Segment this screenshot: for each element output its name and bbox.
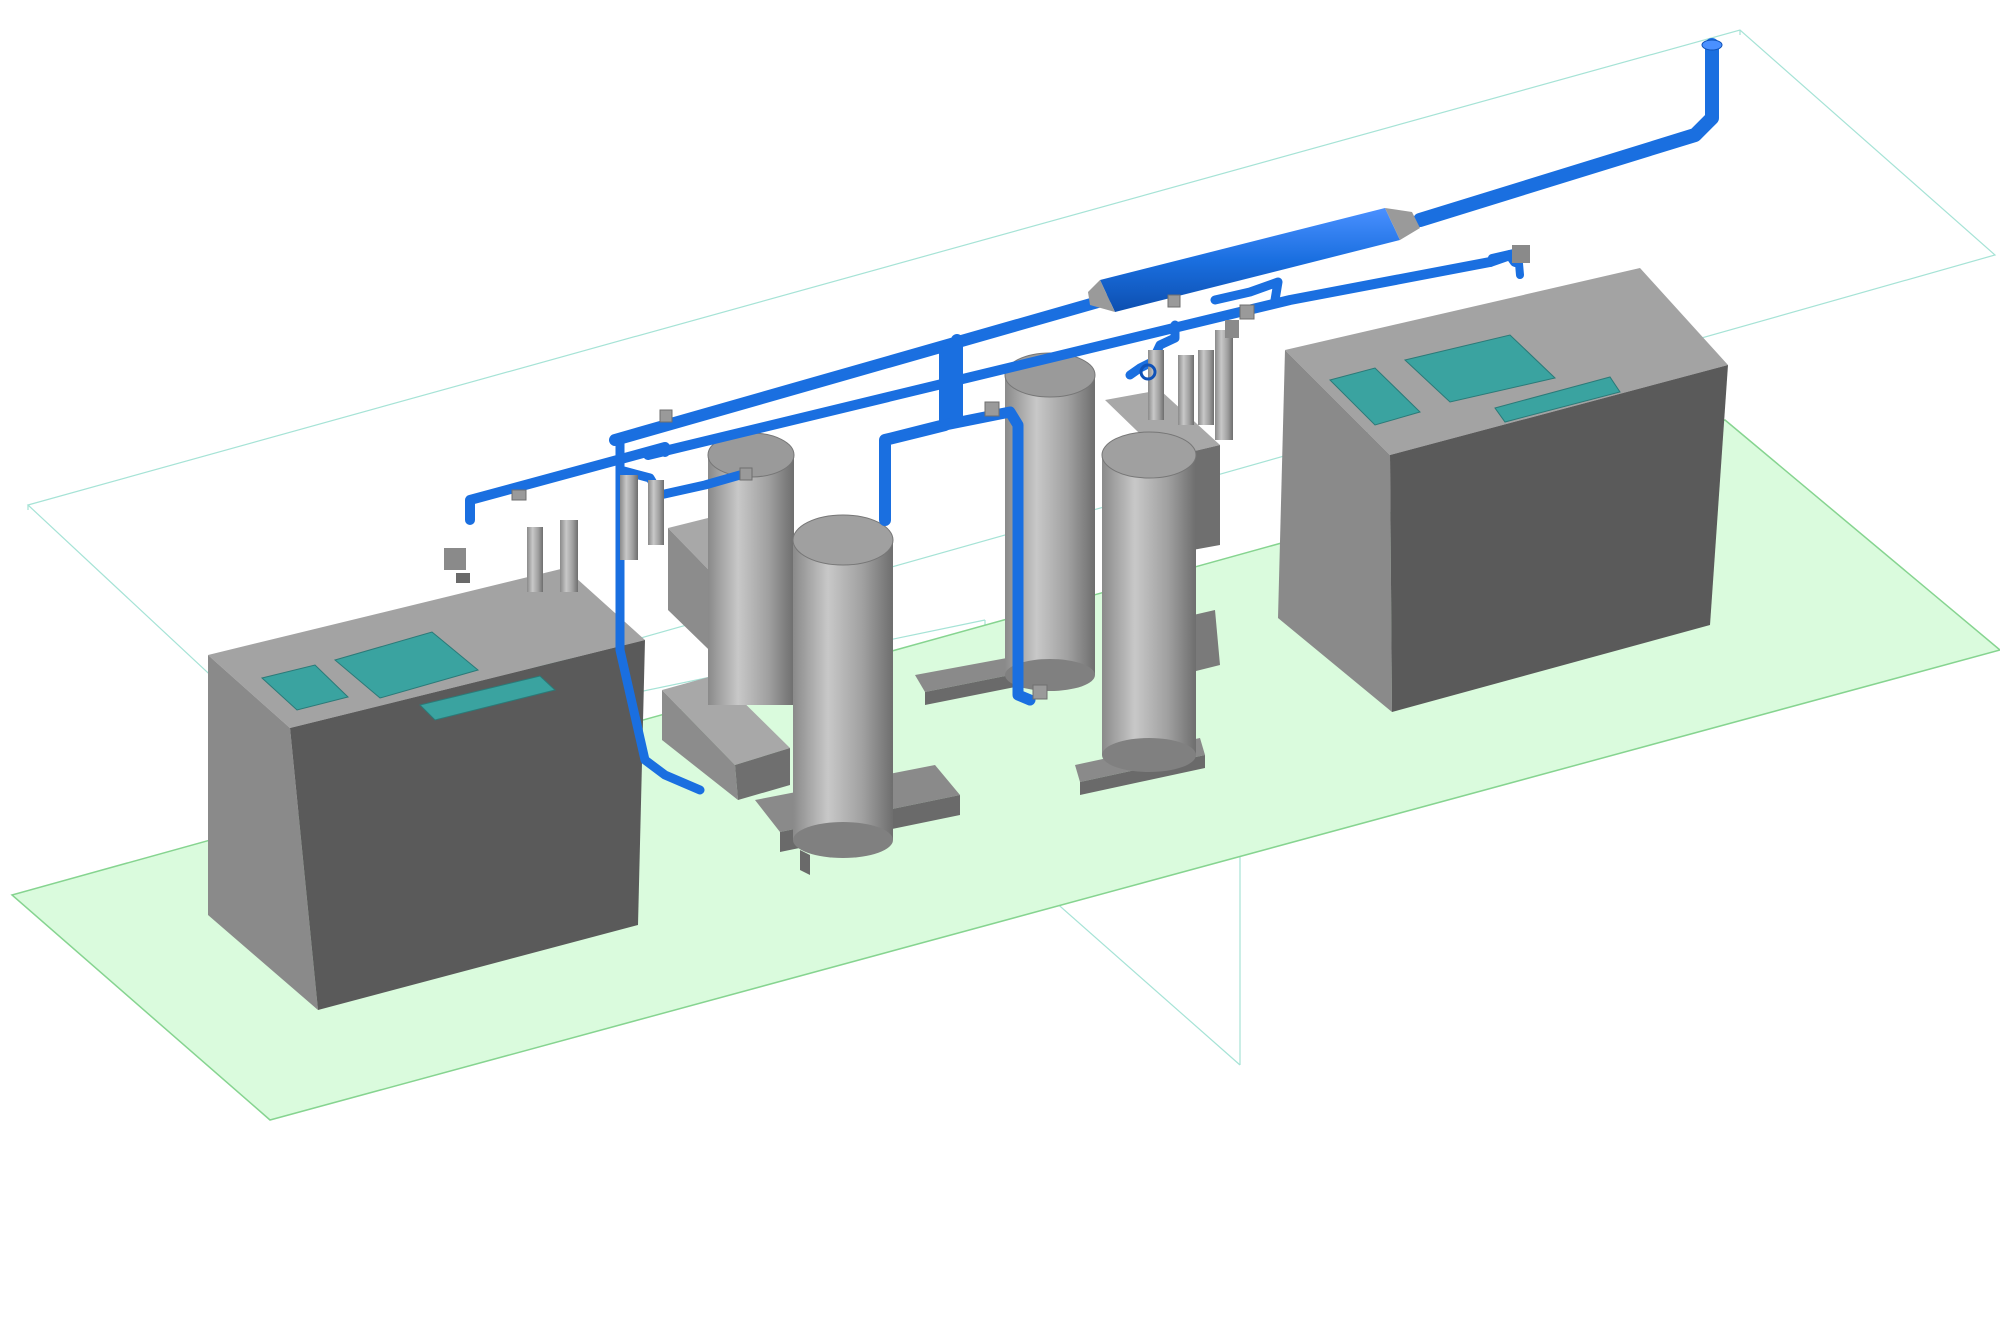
main-header-pipe [609,294,1111,446]
control-panel-right [1329,334,1621,426]
receiver-tank[interactable] [1088,208,1420,312]
filter-bank-left[interactable] [444,475,664,592]
flow-sensor-ring [1139,363,1157,381]
discharge-riser[interactable] [1701,39,1723,51]
compressor-right[interactable] [1278,268,1728,712]
dryer-1[interactable] [662,432,960,875]
compressor-left[interactable] [208,568,645,1010]
discharge-line [1413,38,1719,227]
valves-and-fittings [511,294,1255,700]
control-panel-left [260,631,557,721]
dryer-crossover-pipe [879,344,951,526]
